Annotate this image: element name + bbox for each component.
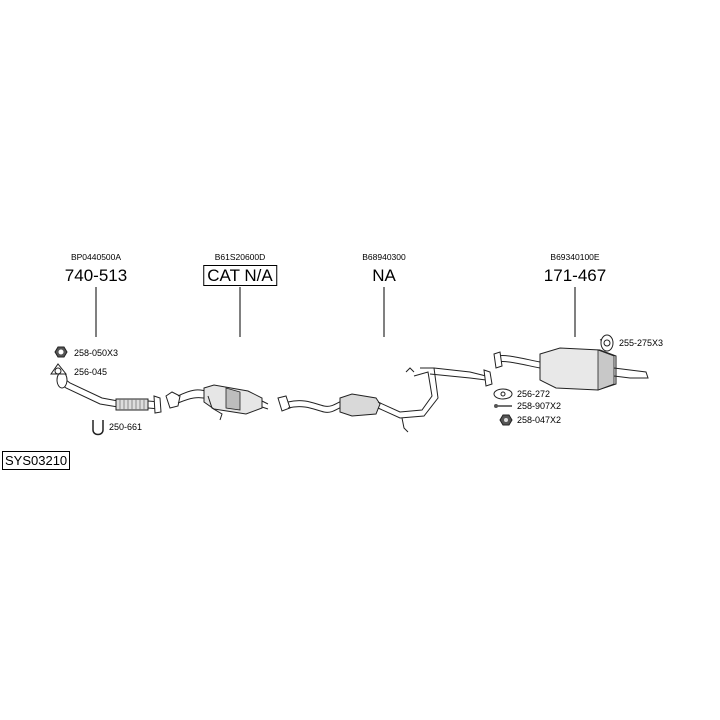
part-label-rear-nut[interactable]: 258-047X2 bbox=[517, 415, 562, 425]
nut-icon-rear bbox=[499, 414, 513, 426]
part-label-gasket[interactable]: 256-045 bbox=[74, 367, 108, 377]
bolt-icon bbox=[494, 404, 512, 408]
catalyst-pipe bbox=[165, 384, 269, 421]
gasket-icon bbox=[50, 363, 68, 375]
part-label-flange-gasket[interactable]: 256-272 bbox=[517, 389, 551, 399]
part-label-clamp[interactable]: 250-661 bbox=[109, 422, 143, 432]
section-ref-catalyst: B61S20600D bbox=[214, 252, 266, 262]
clamp-icon bbox=[92, 420, 104, 436]
rear-muffler bbox=[493, 337, 649, 391]
rubber-hanger-icon bbox=[600, 334, 614, 352]
section-ref-center-pipe: B68940300 bbox=[362, 252, 406, 262]
section-ref-rear-muffler: B69340100E bbox=[550, 252, 600, 262]
system-code-label: SYS03210 bbox=[2, 451, 71, 470]
center-pipe bbox=[277, 367, 493, 433]
flange-gasket-icon bbox=[493, 388, 513, 400]
section-ref-front-pipe: BP0440500A bbox=[70, 252, 122, 262]
section-number-rear-muffler[interactable]: 171-467 bbox=[543, 266, 607, 285]
section-number-front-pipe[interactable]: 740-513 bbox=[64, 266, 128, 285]
section-number-catalyst[interactable]: CAT N/A bbox=[203, 265, 277, 286]
nut-icon bbox=[54, 346, 68, 358]
front-pipe bbox=[56, 371, 162, 414]
part-label-rubber-hanger[interactable]: 255-275X3 bbox=[619, 338, 664, 348]
part-label-bolt[interactable]: 258-907X2 bbox=[517, 401, 562, 411]
part-label-nut[interactable]: 258-050X3 bbox=[74, 348, 119, 358]
section-number-center-pipe[interactable]: NA bbox=[372, 266, 396, 285]
